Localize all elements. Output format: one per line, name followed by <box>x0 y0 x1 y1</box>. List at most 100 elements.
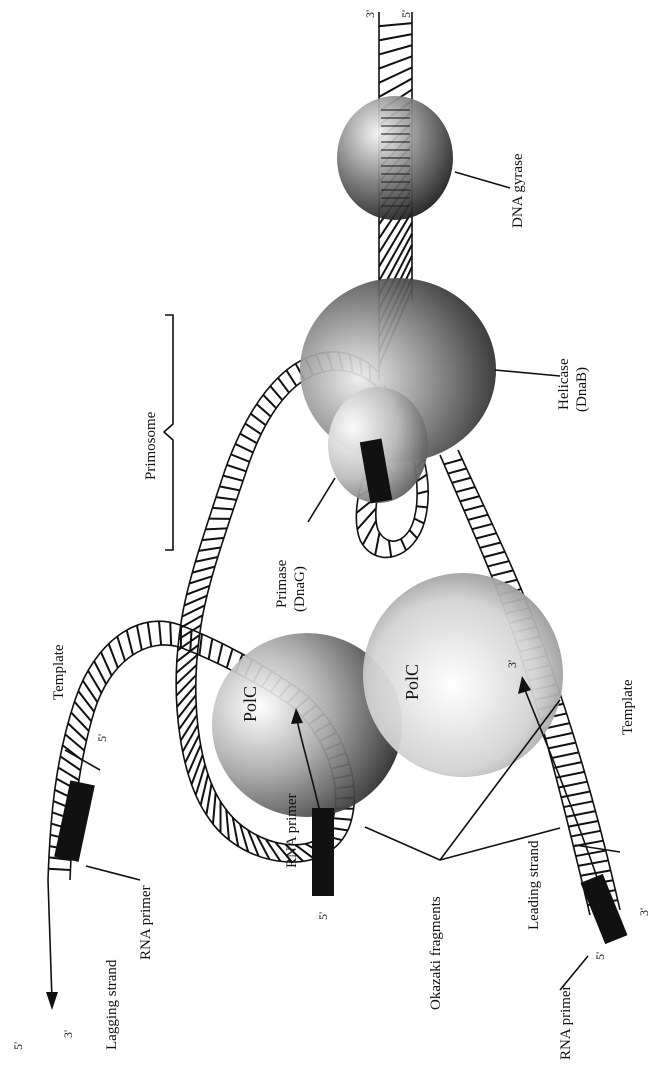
label-5prime-okazaki: 5' <box>316 912 330 920</box>
base-pair-rung <box>101 652 112 676</box>
base-pair-rung <box>468 515 488 520</box>
base-pair-rung <box>176 655 197 673</box>
label-primase: Primase <box>274 559 290 608</box>
base-pair-rung <box>184 596 207 606</box>
base-pair-rung <box>491 570 513 575</box>
label-5prime-top-right: 5' <box>399 10 413 18</box>
base-pair-rung <box>205 528 227 529</box>
base-pair-rung <box>472 524 492 529</box>
base-pair-rung <box>231 454 250 461</box>
base-pair-rung <box>270 386 282 400</box>
label-5prime-leading-primer: 5' <box>593 952 607 960</box>
base-pair-rung <box>94 661 106 684</box>
base-pair-rung <box>213 793 216 824</box>
label-rna-primer-lagging: RNA primer <box>138 885 154 960</box>
base-pair-rung <box>227 465 246 471</box>
base-pair-rung <box>546 733 573 739</box>
label-template-leading: Template <box>620 679 636 735</box>
label-5prime-lagging-primer: 5' <box>95 734 109 742</box>
base-pair-rung <box>409 530 417 538</box>
base-pair-rung <box>187 586 210 595</box>
polc-enzyme-leading <box>363 573 563 777</box>
base-pair-rung <box>375 533 379 556</box>
base-pair-rung <box>379 45 412 54</box>
base-pair-rung <box>202 538 224 540</box>
label-lagging-strand: Lagging strand <box>104 959 120 1050</box>
label-rna-primer-okazaki: RNA primer <box>284 793 300 868</box>
base-pair-rung <box>148 622 151 646</box>
base-pair-rung <box>379 34 412 40</box>
base-pair-rung <box>576 851 606 857</box>
base-pair-rung <box>444 459 462 464</box>
label-okazaki-fragments: Okazaki fragments <box>428 896 444 1010</box>
base-pair-rung <box>278 378 289 393</box>
base-pair-rung <box>170 622 171 645</box>
base-pair-rung <box>480 542 501 547</box>
base-pair-rung <box>179 705 196 729</box>
base-pair-rung <box>416 506 427 507</box>
base-pair-rung <box>240 434 257 444</box>
base-pair-rung <box>117 636 125 660</box>
base-pair-rung <box>448 469 467 474</box>
base-pair-rung <box>235 444 253 453</box>
base-pair-rung <box>227 649 233 668</box>
label-5prime-bottom-left: 5' <box>11 1042 25 1050</box>
base-pair-rung <box>176 665 196 684</box>
label-polc-lagging: PolC <box>240 686 260 722</box>
base-pair-rung <box>181 715 197 740</box>
base-pair-rung <box>286 370 296 386</box>
base-pair-rung <box>48 869 70 870</box>
base-pair-rung <box>177 685 196 707</box>
label-helicase-sub: (DnaB) <box>574 367 590 412</box>
base-pair-rung <box>251 414 266 425</box>
base-pair-rung <box>209 639 213 660</box>
base-pair-rung <box>484 552 505 557</box>
base-pair-rung <box>263 395 276 408</box>
base-pair-rung <box>333 818 351 820</box>
base-pair-rung <box>212 508 233 510</box>
base-pair-rung <box>379 56 412 68</box>
base-pair-rung <box>226 810 229 840</box>
base-pair-rung <box>185 735 199 763</box>
base-pair-rung <box>379 23 412 26</box>
base-pair-rung <box>417 491 428 494</box>
base-pair-rung <box>176 675 196 695</box>
base-pair-rung <box>476 533 496 538</box>
base-pair-rung <box>571 831 601 837</box>
base-pair-rung <box>456 487 475 492</box>
label-primase-sub: (DnaG) <box>292 566 308 612</box>
label-3prime-bottom-left: 3' <box>61 1030 75 1038</box>
label-leading-strand: Leading strand <box>526 840 542 930</box>
base-pair-rung <box>189 576 212 583</box>
base-pair-rung <box>109 644 118 668</box>
base-pair-rung <box>188 745 201 774</box>
label-3prime-top-left: 3' <box>363 10 377 18</box>
label-helicase: Helicase <box>556 358 572 410</box>
base-pair-rung <box>223 476 243 481</box>
base-pair-rung <box>216 497 237 500</box>
base-pair-rung <box>551 752 579 758</box>
base-pair-rung <box>58 767 79 780</box>
base-pair-rung <box>195 557 217 562</box>
base-pair-rung <box>245 424 261 435</box>
base-pair-rung <box>569 821 599 827</box>
base-pair-rung <box>257 404 271 416</box>
base-pair-rung <box>452 478 471 483</box>
base-pair-rung <box>488 561 509 566</box>
label-rna-primer-leading: RNA primer <box>558 985 574 1060</box>
base-pair-rung <box>137 625 142 650</box>
base-pair-rung <box>564 801 593 807</box>
base-pair-rung <box>220 486 240 490</box>
base-pair-rung <box>159 621 161 645</box>
base-pair-rung <box>566 811 595 817</box>
label-3prime-bottom-right: 3' <box>637 908 651 916</box>
label-dna-gyrase: DNA gyrase <box>510 153 526 228</box>
base-pair-rung <box>206 784 211 815</box>
base-pair-rung <box>554 762 582 768</box>
base-pair-rung <box>218 644 223 664</box>
primosome-bracket <box>164 315 173 550</box>
rna-primer-block-okazaki <box>312 808 334 896</box>
base-pair-rung <box>548 743 575 749</box>
label-template-lagging: Template <box>51 644 67 700</box>
